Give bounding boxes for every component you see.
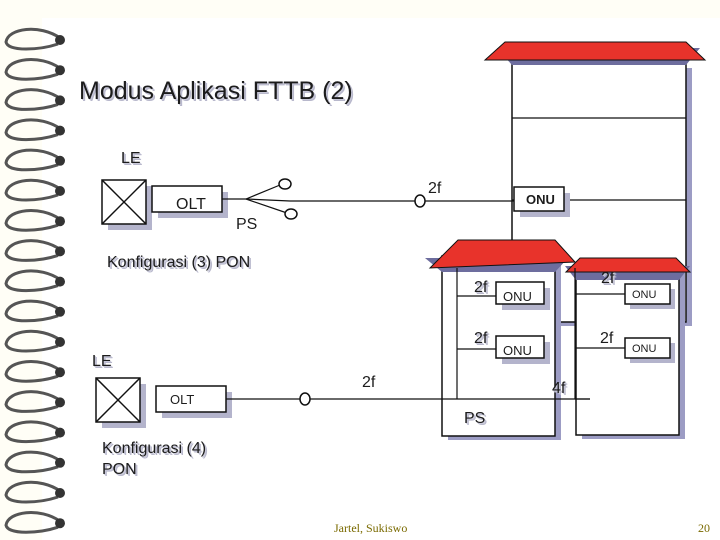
spiral-ring xyxy=(4,420,61,444)
fiber-label-left-2: 2f xyxy=(474,330,488,347)
spiral-hole xyxy=(55,367,65,378)
spiral-ring xyxy=(4,208,61,232)
onu-label-left-2: ONU xyxy=(503,343,532,358)
le-label-bottom: LE xyxy=(92,353,112,370)
spiral-hole xyxy=(55,397,65,408)
spiral-hole xyxy=(55,518,65,529)
spiral-ring xyxy=(4,269,61,293)
spiral-hole xyxy=(55,457,65,468)
spiral-ring xyxy=(4,329,61,353)
spiral-ring xyxy=(4,148,61,172)
spiral-ring xyxy=(4,27,61,51)
le-switch-bottom xyxy=(95,377,146,428)
trunk-fiber-label: 2f xyxy=(362,374,376,391)
onu-label-right-1: ONU xyxy=(632,289,657,301)
ps-upper-arm xyxy=(245,184,281,200)
ps-lower-arm xyxy=(245,198,288,214)
spiral-binding xyxy=(4,27,65,534)
spiral-ring xyxy=(4,57,61,81)
trunk-connector xyxy=(299,392,311,406)
onu-box-right-1 xyxy=(624,283,675,309)
ps-connector-upper xyxy=(278,178,292,190)
onu-label-top: ONU xyxy=(526,192,555,207)
onu-label-right-2: ONU xyxy=(632,343,657,355)
fiber-connector-top xyxy=(414,194,426,208)
fiber-label-top: 2f xyxy=(428,180,442,197)
le-switch-top xyxy=(101,179,152,230)
spiral-ring xyxy=(4,299,61,323)
spiral-hole xyxy=(55,186,65,196)
spiral-hole xyxy=(55,427,65,438)
slide-title: Modus Aplikasi FTTB (2) xyxy=(79,77,353,105)
spiral-hole xyxy=(55,216,65,227)
spiral-ring xyxy=(4,510,61,534)
building-fiber-label: 4f xyxy=(552,380,566,397)
caption-config4-line1: Konfigurasi (4) xyxy=(102,440,207,457)
spiral-ring xyxy=(4,480,61,504)
spiral-hole xyxy=(55,488,65,498)
fiber-label-right-2: 2f xyxy=(600,330,614,347)
page-number: 20 xyxy=(698,521,710,535)
onu-label-left-1: ONU xyxy=(503,289,532,304)
ps-label-top: PS xyxy=(236,216,258,233)
le-label-top: LE xyxy=(121,150,141,167)
ps-mid-arm xyxy=(245,198,291,202)
spiral-ring xyxy=(4,450,61,474)
onu-box-top xyxy=(513,186,570,217)
onu-box-left-1 xyxy=(495,281,550,310)
fiber-label-right-1: 2f xyxy=(601,270,615,287)
spiral-hole xyxy=(55,276,65,287)
spiral-hole xyxy=(55,35,65,45)
spiral-hole xyxy=(55,306,65,317)
spiral-hole xyxy=(55,246,65,257)
spiral-hole xyxy=(55,65,65,76)
caption-config4-line2: PON xyxy=(102,461,137,478)
spiral-hole xyxy=(55,337,65,347)
olt-label-top: OLT xyxy=(176,196,206,213)
olt-box-top xyxy=(151,185,228,218)
spiral-ring xyxy=(4,390,61,413)
fiber-label-left-1: 2f xyxy=(474,279,488,296)
spiral-hole xyxy=(55,95,65,106)
ps-connector-lower xyxy=(284,208,298,220)
onu-box-left-2 xyxy=(495,335,550,364)
spiral-ring xyxy=(4,88,61,111)
ps-label-bottom: PS xyxy=(464,410,486,427)
spiral-ring xyxy=(4,178,61,202)
spiral-hole xyxy=(55,155,65,166)
onu-box-right-2 xyxy=(624,337,675,363)
spiral-ring xyxy=(4,359,61,383)
spiral-hole xyxy=(55,125,65,136)
footer-author: Jartel, Sukiswo xyxy=(334,521,408,535)
spiral-ring xyxy=(4,239,61,262)
olt-label-bottom: OLT xyxy=(170,392,195,407)
caption-config3: Konfigurasi (3) PON xyxy=(107,254,251,271)
olt-box-bottom xyxy=(155,385,232,418)
spiral-ring xyxy=(4,118,61,142)
